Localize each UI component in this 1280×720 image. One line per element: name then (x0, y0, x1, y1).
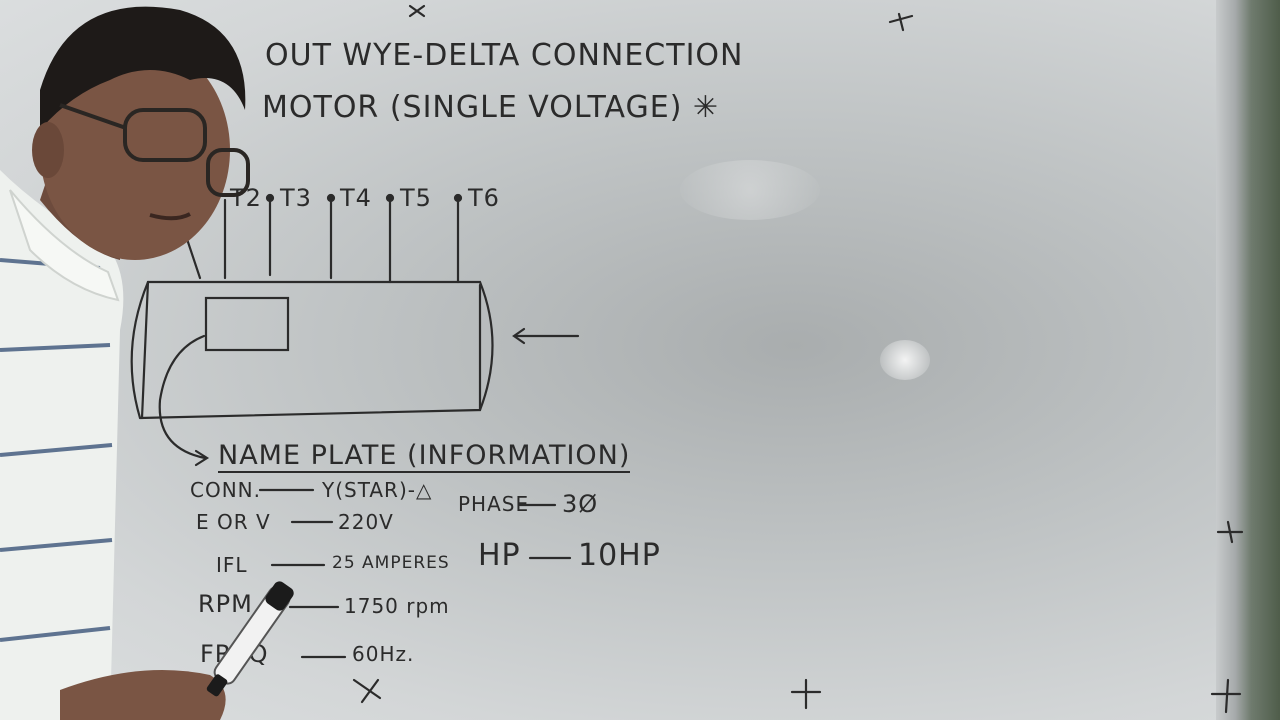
hp-value: 10HP (578, 538, 661, 573)
terminal-label-t6: T6 (468, 184, 500, 212)
conn-label: CONN. (190, 478, 261, 502)
current-label: IFL (216, 553, 248, 577)
hp-label: HP (478, 538, 521, 573)
freq-value: 60Hz. (352, 642, 415, 666)
phase-label: PHASE (458, 492, 530, 516)
instructor-figure (0, 6, 294, 720)
terminal-label-t3: T3 (280, 184, 312, 212)
board-title-line-2: MOTOR (SINGLE VOLTAGE) ✳ (262, 90, 720, 125)
terminal-label-t4: T4 (340, 184, 372, 212)
light-reflection (680, 160, 820, 220)
rpm-value: 1750 rpm (344, 594, 450, 618)
board-title-line-1: OUT WYE-DELTA CONNECTION (265, 38, 744, 73)
voltage-label: E OR V (196, 510, 271, 534)
terminal-label-t5: T5 (400, 184, 432, 212)
nameplate-heading: NAME PLATE (INFORMATION) (218, 440, 631, 473)
board-frame (1216, 0, 1280, 720)
current-value: 25 AMPERES (332, 553, 450, 573)
conn-value: Y(STAR)-△ (322, 478, 433, 502)
voltage-value: 220V (338, 510, 394, 534)
rpm-label: RPM (198, 590, 253, 618)
light-glare (880, 340, 930, 380)
phase-value: 3Ø (562, 490, 599, 518)
